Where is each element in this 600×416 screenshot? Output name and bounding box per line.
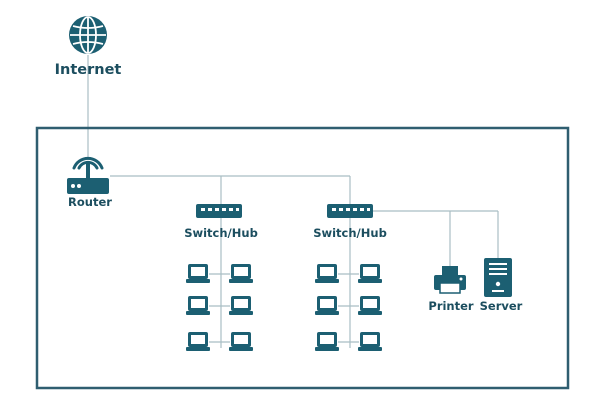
switch-icon	[327, 204, 373, 218]
router-icon	[67, 156, 109, 194]
laptop-icon	[229, 296, 253, 315]
laptop-icon	[315, 264, 339, 283]
globe-icon	[69, 16, 107, 54]
laptop-icon	[358, 264, 382, 283]
laptop-icon	[358, 296, 382, 315]
server-label: Server	[480, 299, 523, 313]
connection-lines	[87, 55, 499, 348]
printer-label: Printer	[428, 299, 474, 313]
laptop-icon	[229, 264, 253, 283]
router-label: Router	[68, 195, 112, 209]
laptop-icon	[358, 332, 382, 351]
switch-icon	[196, 204, 242, 218]
lan-boundary	[35, 126, 570, 390]
laptop-icon	[186, 296, 210, 315]
laptop-icon	[186, 332, 210, 351]
laptop-icon	[229, 332, 253, 351]
server-icon	[484, 258, 512, 297]
switch-2-label: Switch/Hub	[313, 226, 387, 240]
switch-1-label: Switch/Hub	[184, 226, 258, 240]
internet-label: Internet	[55, 62, 122, 78]
laptop-icon	[315, 296, 339, 315]
laptop-icon	[315, 332, 339, 351]
printer-icon	[434, 266, 466, 294]
laptop-icon	[186, 264, 210, 283]
